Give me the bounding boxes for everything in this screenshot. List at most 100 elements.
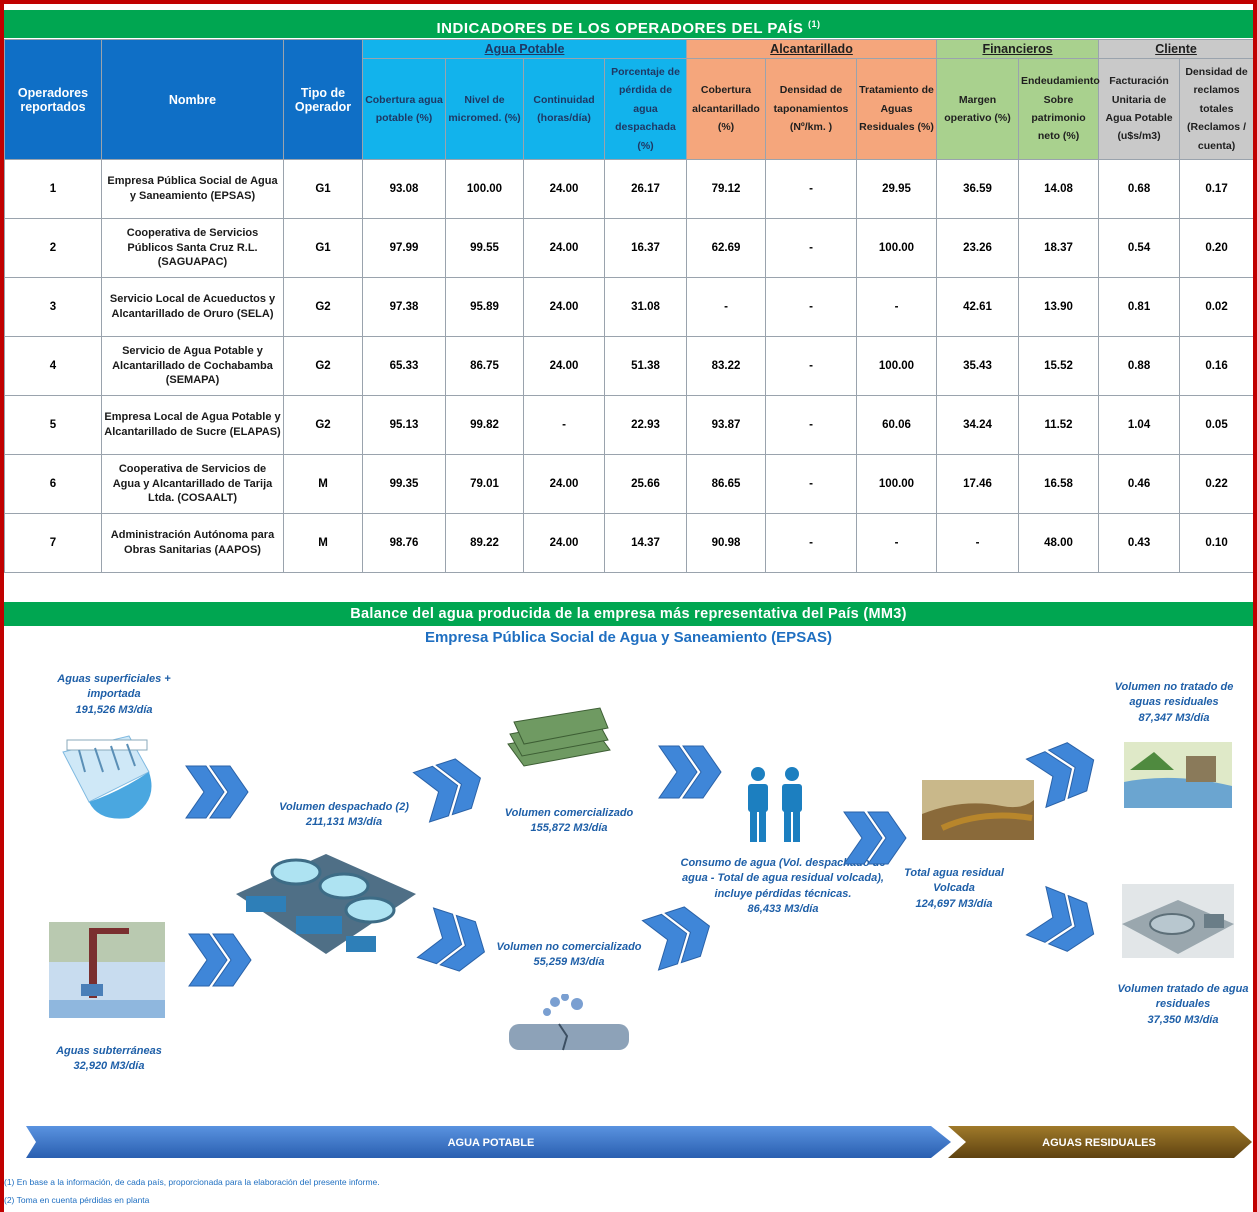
cell-n: 1 (4, 159, 102, 219)
chevron-right-icon (1025, 742, 1095, 809)
cell-n: 2 (4, 218, 102, 278)
cell-end: 18.37 (1018, 218, 1100, 278)
cell-nombre: Cooperativa de Servicios de Agua y Alcan… (101, 454, 284, 514)
indicators-title: INDICADORES DE LOS OPERADORES DEL PAÍS (436, 20, 804, 37)
cell-tap: - (765, 454, 857, 514)
cell-cob: 93.08 (362, 159, 446, 219)
header-taponamientos: Densidad de taponamientos (Nº/km. ) (765, 58, 857, 160)
cell-nombre: Servicio Local de Acueductos y Alcantari… (101, 277, 284, 337)
subterraneas-label: Aguas subterráneas (56, 1045, 162, 1057)
cell-marg: 36.59 (936, 159, 1020, 219)
cell-perd: 51.38 (604, 336, 687, 396)
treatment-plant-icon (236, 854, 416, 954)
cell-mic: 89.22 (445, 513, 524, 573)
cell-rec: 0.10 (1179, 513, 1253, 573)
cell-nombre: Empresa Local de Agua Potable y Alcantar… (101, 395, 284, 455)
cell-cont: 24.00 (523, 159, 605, 219)
header-cobertura-agua: Cobertura agua potable (%) (362, 58, 446, 160)
header-tratamiento: Tratamiento de Aguas Residuales (%) (855, 58, 938, 160)
header-reclamos: Densidad de reclamos totales (Reclamos /… (1179, 58, 1253, 160)
chevron-right-icon (641, 906, 711, 971)
label-residual: Total agua residual Volcada 124,697 M3/d… (899, 866, 1009, 912)
wastewater-discharge-icon (922, 780, 1034, 840)
aguas-residuales-arrow (948, 1126, 1252, 1158)
balance-title-bar: Balance del agua producida de la empresa… (4, 602, 1253, 626)
agua-potable-arrow (26, 1126, 951, 1158)
balance-title: Balance del agua producida de la empresa… (350, 606, 907, 622)
cell-tap: - (765, 395, 857, 455)
cell-cob: 65.33 (362, 336, 446, 396)
label-comercializado: Volumen comercializado 155,872 M3/día (494, 806, 644, 837)
label-despachado: Volumen despachado (2) 211,131 M3/día (264, 800, 424, 831)
chevron-right-icon (188, 933, 252, 987)
cell-end: 15.52 (1018, 336, 1100, 396)
cell-cont: 24.00 (523, 277, 605, 337)
consumo-label: Consumo de agua (Vol. despachado de agua… (680, 857, 886, 900)
chevron-right-icon (185, 765, 249, 819)
cell-rec: 0.02 (1179, 277, 1253, 337)
cell-tap: - (765, 277, 857, 337)
superficiales-label: Aguas superficiales + importada (57, 673, 171, 701)
cell-mic: 99.55 (445, 218, 524, 278)
cell-trat: 100.00 (855, 336, 938, 396)
cell-alc: 90.98 (686, 513, 766, 573)
flow-chevrons (185, 742, 1095, 987)
cell-cob: 98.76 (362, 513, 446, 573)
cell-trat: 60.06 (855, 395, 938, 455)
label-tratado: Volumen tratado de agua residuales 37,35… (1112, 982, 1253, 1028)
chevron-right-icon (416, 907, 486, 972)
cell-n: 7 (4, 513, 102, 573)
chevron-right-icon (1025, 885, 1095, 952)
cell-mic: 86.75 (445, 336, 524, 396)
header-continuidad: Continuidad (horas/día) (523, 58, 605, 160)
label-no-comercializado: Volumen no comercializado 55,259 M3/día (484, 940, 654, 971)
header-tipo: Tipo de Operador (283, 39, 363, 160)
cell-trat: 29.95 (855, 159, 938, 219)
cell-rec: 0.05 (1179, 395, 1253, 455)
cell-mic: 95.89 (445, 277, 524, 337)
cell-alc: 83.22 (686, 336, 766, 396)
cell-cob: 97.38 (362, 277, 446, 337)
cell-cont: 24.00 (523, 513, 605, 573)
no-tratado-value: 87,347 M3/día (1138, 711, 1210, 724)
cell-fact: 0.46 (1098, 454, 1181, 514)
cell-nombre: Cooperativa de Servicios Públicos Santa … (101, 218, 284, 278)
header-facturacion: Facturación Unitaria de Agua Potable (u$… (1098, 58, 1181, 160)
residual-label: Total agua residual Volcada (904, 867, 1004, 895)
indicators-title-bar: INDICADORES DE LOS OPERADORES DEL PAÍS (… (4, 10, 1253, 38)
header-endeudamiento: Endeudamiento Sobre patrimonio neto (%) (1018, 58, 1100, 160)
cell-rec: 0.20 (1179, 218, 1253, 278)
header-nombre: Nombre (101, 39, 284, 160)
cell-tap: - (765, 513, 857, 573)
cell-alc: 79.12 (686, 159, 766, 219)
aguas-residuales-label: AGUAS RESIDUALES (1042, 1137, 1156, 1149)
cell-perd: 26.17 (604, 159, 687, 219)
cell-end: 16.58 (1018, 454, 1100, 514)
despachado-value: 211,131 M3/día (305, 816, 383, 829)
cell-tipo: G1 (283, 159, 363, 219)
cell-marg: 17.46 (936, 454, 1020, 514)
cell-fact: 0.81 (1098, 277, 1181, 337)
no-tratado-label: Volumen no tratado de aguas residuales (1114, 681, 1234, 709)
cell-fact: 0.68 (1098, 159, 1181, 219)
group-cliente: Cliente (1098, 39, 1253, 59)
subterraneas-value: 32,920 M3/día (73, 1060, 145, 1073)
cell-cob: 97.99 (362, 218, 446, 278)
no-comercializado-label: Volumen no comercializado (496, 941, 642, 953)
cell-n: 3 (4, 277, 102, 337)
footnote-1: (1) En base a la información, de cada pa… (4, 1177, 380, 1187)
cell-marg: 23.26 (936, 218, 1020, 278)
cell-tap: - (765, 159, 857, 219)
cell-alc: 93.87 (686, 395, 766, 455)
bottom-arrows: AGUA POTABLE AGUAS RESIDUALES (26, 1126, 1252, 1158)
cell-trat: 100.00 (855, 454, 938, 514)
cell-cont: 24.00 (523, 218, 605, 278)
cell-marg: 34.24 (936, 395, 1020, 455)
indicators-table: Operadores reportados Nombre Tipo de Ope… (4, 39, 1253, 573)
title-footnote-ref: (1) (808, 19, 821, 29)
